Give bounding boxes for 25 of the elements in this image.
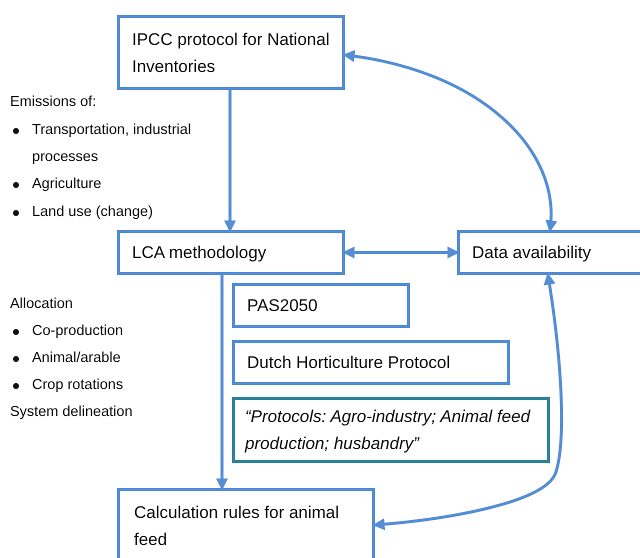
box-label: Data availability bbox=[472, 242, 592, 264]
box-label: Calculation rules for animal feed bbox=[134, 502, 340, 551]
box-label: IPCC protocol for National Inventories bbox=[132, 28, 330, 78]
process-box bbox=[117, 230, 345, 275]
process-box bbox=[457, 230, 640, 275]
box-label: Dutch Horticulture Protocol bbox=[247, 352, 450, 374]
note-text: Allocation bbox=[10, 295, 74, 314]
process-box bbox=[232, 340, 510, 385]
arrow bbox=[224, 90, 236, 232]
box-label: LCA methodology bbox=[132, 242, 266, 264]
process-box bbox=[117, 15, 345, 90]
box-label: “Protocols: Agro-industry; Animal feed production; husbandry” bbox=[245, 406, 532, 455]
bullet-item: Animal/arable bbox=[10, 345, 210, 372]
process-box bbox=[232, 283, 410, 328]
bullet-item: Land use (change) bbox=[10, 199, 225, 226]
bullet-item: Crop rotations bbox=[10, 372, 210, 399]
bullet-item: Transportation, industrial processes bbox=[10, 117, 225, 171]
arrow bbox=[216, 275, 228, 490]
process-box bbox=[117, 488, 375, 558]
bullet-item: Agriculture bbox=[10, 171, 225, 198]
box-label: PAS2050 bbox=[247, 295, 318, 317]
note-text: Emissions of: bbox=[10, 93, 98, 112]
bullet-item: Co-production bbox=[10, 318, 210, 345]
process-box bbox=[232, 397, 550, 463]
note-text: System delineation bbox=[10, 403, 134, 422]
